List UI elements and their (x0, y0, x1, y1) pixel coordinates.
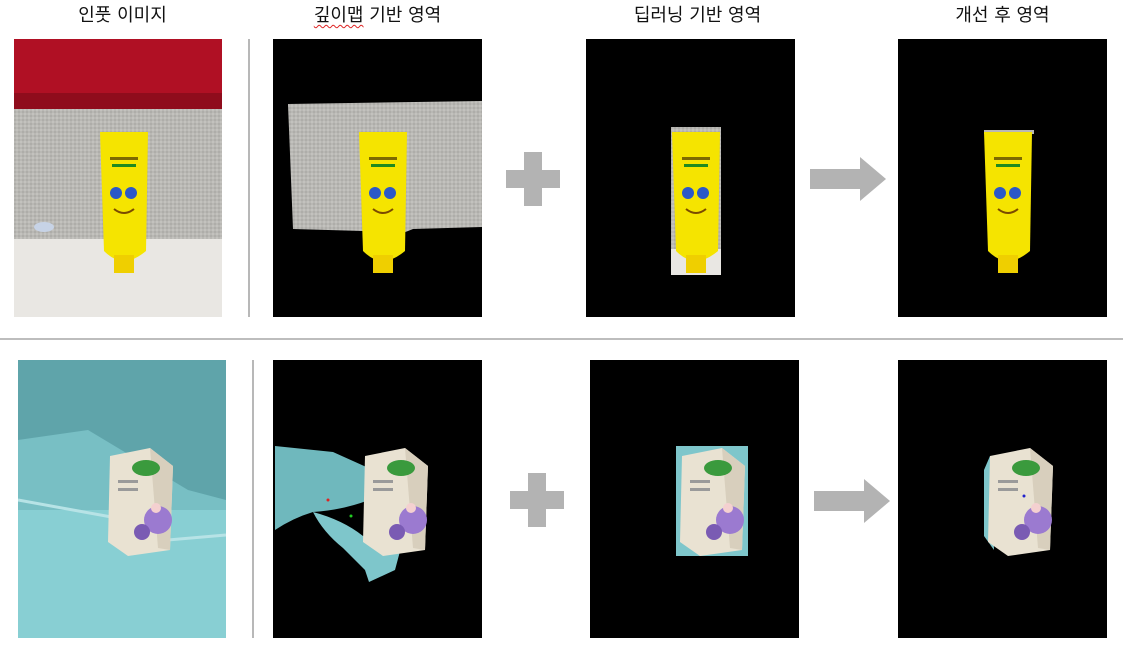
row2-depth-map-region (273, 360, 482, 638)
row2-right-arrow-icon (814, 479, 890, 527)
heading-depth-map-region: 깊이맵 기반 영역 (285, 3, 470, 29)
carton-object (108, 448, 173, 556)
heading-deep-learning-region: 딥러닝 기반 영역 (633, 5, 762, 26)
row-divider (0, 338, 1123, 340)
row2-vertical-divider (252, 360, 254, 638)
row1-deep-learning-region (586, 39, 795, 317)
row1-right-arrow-icon (810, 157, 886, 205)
row2-deep-learning-region (590, 360, 799, 638)
heading-depth-map-rest: 기반 영역 (363, 5, 442, 26)
row1-depth-map-region (273, 39, 482, 317)
tube-object (100, 132, 148, 273)
row2-improved-region (898, 360, 1107, 638)
row1-input-image (14, 39, 222, 317)
row1-improved-region (898, 39, 1107, 317)
row2-input-image (18, 360, 226, 638)
heading-improved-region: 개선 후 영역 (955, 5, 1050, 26)
row1-vertical-divider (248, 39, 250, 317)
row1-plus-icon (506, 152, 560, 210)
heading-depth-map-word: 깊이맵 (313, 5, 364, 26)
heading-input-image: 인풋 이미지 (78, 5, 167, 26)
row2-plus-icon (510, 473, 564, 531)
